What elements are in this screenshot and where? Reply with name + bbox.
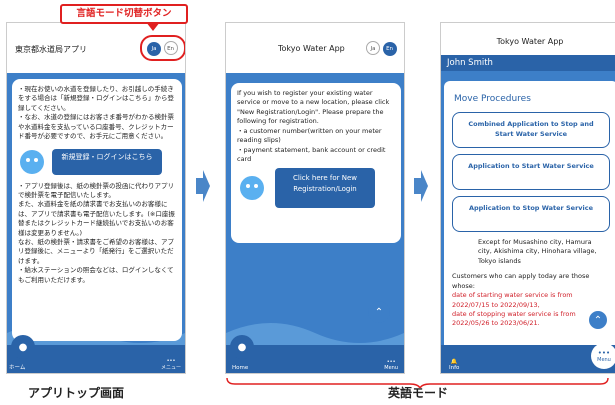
flow-arrow-right-icon xyxy=(196,170,210,202)
lang-ja-button[interactable]: Ja xyxy=(366,41,380,55)
stop-date-range: date of stopping water service is from 2… xyxy=(452,310,576,328)
eligibility-note: Customers who can apply today are those … xyxy=(452,272,590,290)
stop-water-application-button[interactable]: Application to Stop Water Service xyxy=(452,196,610,233)
intro-card: ・現在お使いの水道を登録したり、お引越しの手続きをする場合は「新規登録・ログイン… xyxy=(12,79,182,341)
nav-menu-button[interactable]: •••Menu xyxy=(591,343,615,369)
nav-menu-button[interactable]: •••Menu xyxy=(384,359,398,371)
menu-dots-icon: ••• xyxy=(386,359,396,365)
start-date-range: date of starting water service is from 2… xyxy=(452,291,573,309)
requirement-2: ・payment statement, bank account or cred… xyxy=(237,145,386,163)
intro-card: If you wish to register your existing wa… xyxy=(231,83,401,243)
language-mode-callout: 言語モード切替ボタン xyxy=(60,4,188,24)
nav-info-button[interactable]: 🔔Info xyxy=(449,359,459,371)
top-bar: Tokyo Water App Ja En xyxy=(226,23,404,73)
water-mascot-icon xyxy=(20,149,44,174)
intro-para-1: ・現在お使いの水道を登録したり、お引越しの手続きをする場合は「新規登録・ログイン… xyxy=(18,85,174,112)
combined-application-button[interactable]: Combined Application to Stop and Start W… xyxy=(452,112,610,149)
caption-english-mode: 英語モード xyxy=(388,386,449,400)
exception-note: Except for Musashino city, Hamura city, … xyxy=(478,238,597,265)
nav-home-label: Home xyxy=(232,365,249,371)
nav-menu-label: メニュー xyxy=(160,365,181,371)
nav-menu-label: Menu xyxy=(597,357,611,363)
menu-dots-icon: ••• xyxy=(166,358,176,364)
lang-toggle-highlight xyxy=(140,35,185,61)
flow-arrow-right-icon xyxy=(414,170,428,202)
register-login-button[interactable]: Click here for New Registration/Login xyxy=(275,168,375,209)
home-icon[interactable]: ● xyxy=(230,335,254,359)
procedures-card: Move Procedures Combined Application to … xyxy=(444,81,615,371)
bell-icon: 🔔 xyxy=(450,359,458,365)
bottom-nav xyxy=(7,345,185,373)
lang-en-button[interactable]: En xyxy=(163,41,178,55)
intro-text: If you wish to register your existing wa… xyxy=(237,89,390,126)
nav-menu-label: Menu xyxy=(384,365,398,371)
bottom-nav xyxy=(226,345,404,373)
top-bar: 東京都水道局アプリ Ja En xyxy=(7,23,185,73)
lang-en-button[interactable]: En xyxy=(382,42,397,56)
app-title: Tokyo Water App xyxy=(441,23,615,55)
app-title: Tokyo Water App xyxy=(278,44,345,53)
water-mascot-icon xyxy=(240,176,264,201)
home-icon[interactable]: ● xyxy=(11,335,35,359)
start-water-application-button[interactable]: Application to Start Water Service xyxy=(452,154,610,191)
english-mode-bracket xyxy=(226,377,609,388)
intro-para-4: また、水道料金を紙の請求書でお支払いのお客様には、アプリで請求書も電子配信いたし… xyxy=(18,200,175,237)
intro-para-6: ・給水ステーションの照会などは、ログインしなくてもご利用いただけます。 xyxy=(18,266,174,284)
requirement-1: ・a customer number(written on your meter… xyxy=(237,126,382,145)
intro-para-2: ・なお、水道の登録にはお客さま番号がわかる検針票や水道料金を支払っている口座番号… xyxy=(18,113,174,141)
nav-home-label: ホーム xyxy=(9,365,26,371)
scroll-up-button[interactable]: ⌃ xyxy=(368,301,390,323)
bottom-nav xyxy=(441,345,615,373)
screen-app-top: 東京都水道局アプリ Ja En ・現在お使いの水道を登録したり、お引越しの手続き… xyxy=(6,22,186,374)
nav-info-label: Info xyxy=(449,365,460,371)
user-name: John Smith xyxy=(441,55,615,71)
app-title: 東京都水道局アプリ xyxy=(15,45,87,54)
nav-menu-button[interactable]: •••メニュー xyxy=(161,358,181,371)
register-login-button[interactable]: 新規登録・ログインはこちら xyxy=(52,148,162,175)
intro-para-3: ・アプリ登録後は、紙の検針票の投函に代わりアプリで検針票を電子配信いたします。 xyxy=(18,181,174,199)
scroll-up-button[interactable]: ⌃ xyxy=(587,309,609,331)
procedures-heading: Move Procedures xyxy=(454,94,531,104)
screen-english-top: Tokyo Water App Ja En If you wish to reg… xyxy=(225,22,405,374)
menu-dots-icon: ••• xyxy=(597,349,611,357)
intro-para-5: なお、紙の検針票・請求書をご希望のお客様は、アプリ登録後に、メニューより「紙発行… xyxy=(18,238,174,265)
screen-move-procedures: Tokyo Water App John Smith Move Procedur… xyxy=(440,22,615,374)
caption-app-top: アプリトップ画面 xyxy=(28,386,125,400)
callout-pointer xyxy=(146,22,160,31)
